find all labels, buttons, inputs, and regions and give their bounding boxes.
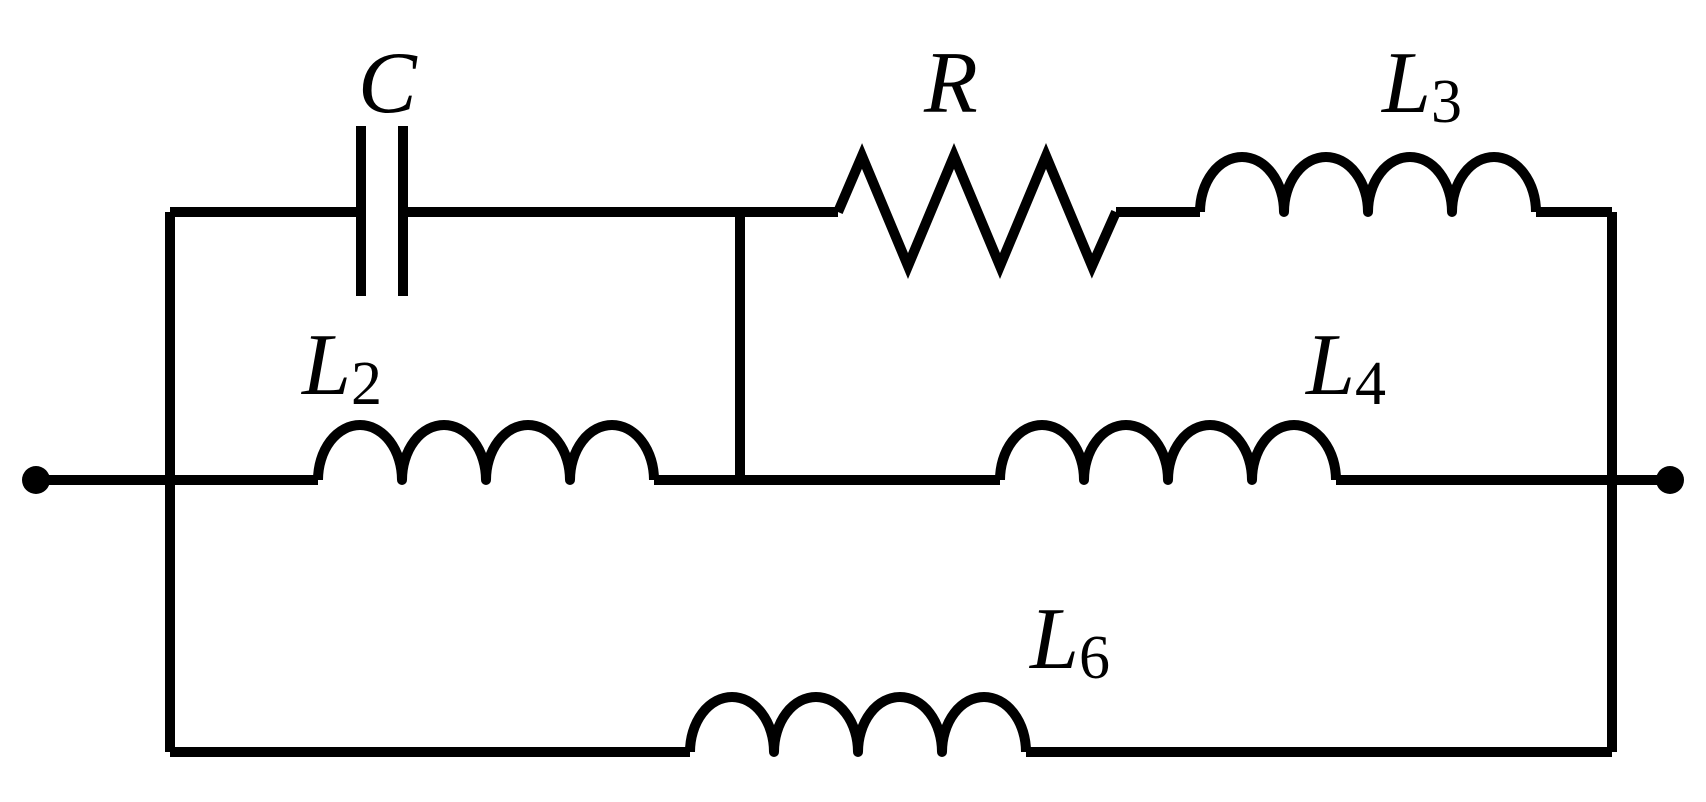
- label-l2-main: L: [300, 317, 351, 414]
- label-r-main: R: [923, 35, 978, 132]
- inductor-l2-coil: [313, 420, 659, 485]
- inductor-l6-coil: [685, 692, 1031, 757]
- inductor-l4-coil: [995, 420, 1341, 485]
- label-l3: L3: [1380, 35, 1462, 136]
- label-l2-sub: 2: [351, 350, 382, 418]
- label-l3-main: L: [1380, 35, 1431, 132]
- label-l4-main: L: [1304, 317, 1355, 414]
- label-l6-sub: 6: [1079, 624, 1110, 692]
- label-l6-main: L: [1028, 591, 1079, 688]
- inductor-l3-coil: [1195, 152, 1541, 217]
- label-l6: L6: [1028, 591, 1110, 692]
- terminal-right: [1656, 466, 1684, 494]
- label-l4-sub: 4: [1355, 350, 1386, 418]
- label-l4: L4: [1304, 317, 1386, 418]
- label-c-main: C: [358, 35, 418, 132]
- resistor-zigzag: [833, 143, 1121, 279]
- terminal-left: [22, 466, 50, 494]
- label-l2: L2: [300, 317, 382, 418]
- label-l3-sub: 3: [1431, 68, 1462, 136]
- label-c: C: [358, 35, 418, 132]
- label-r: R: [923, 35, 978, 132]
